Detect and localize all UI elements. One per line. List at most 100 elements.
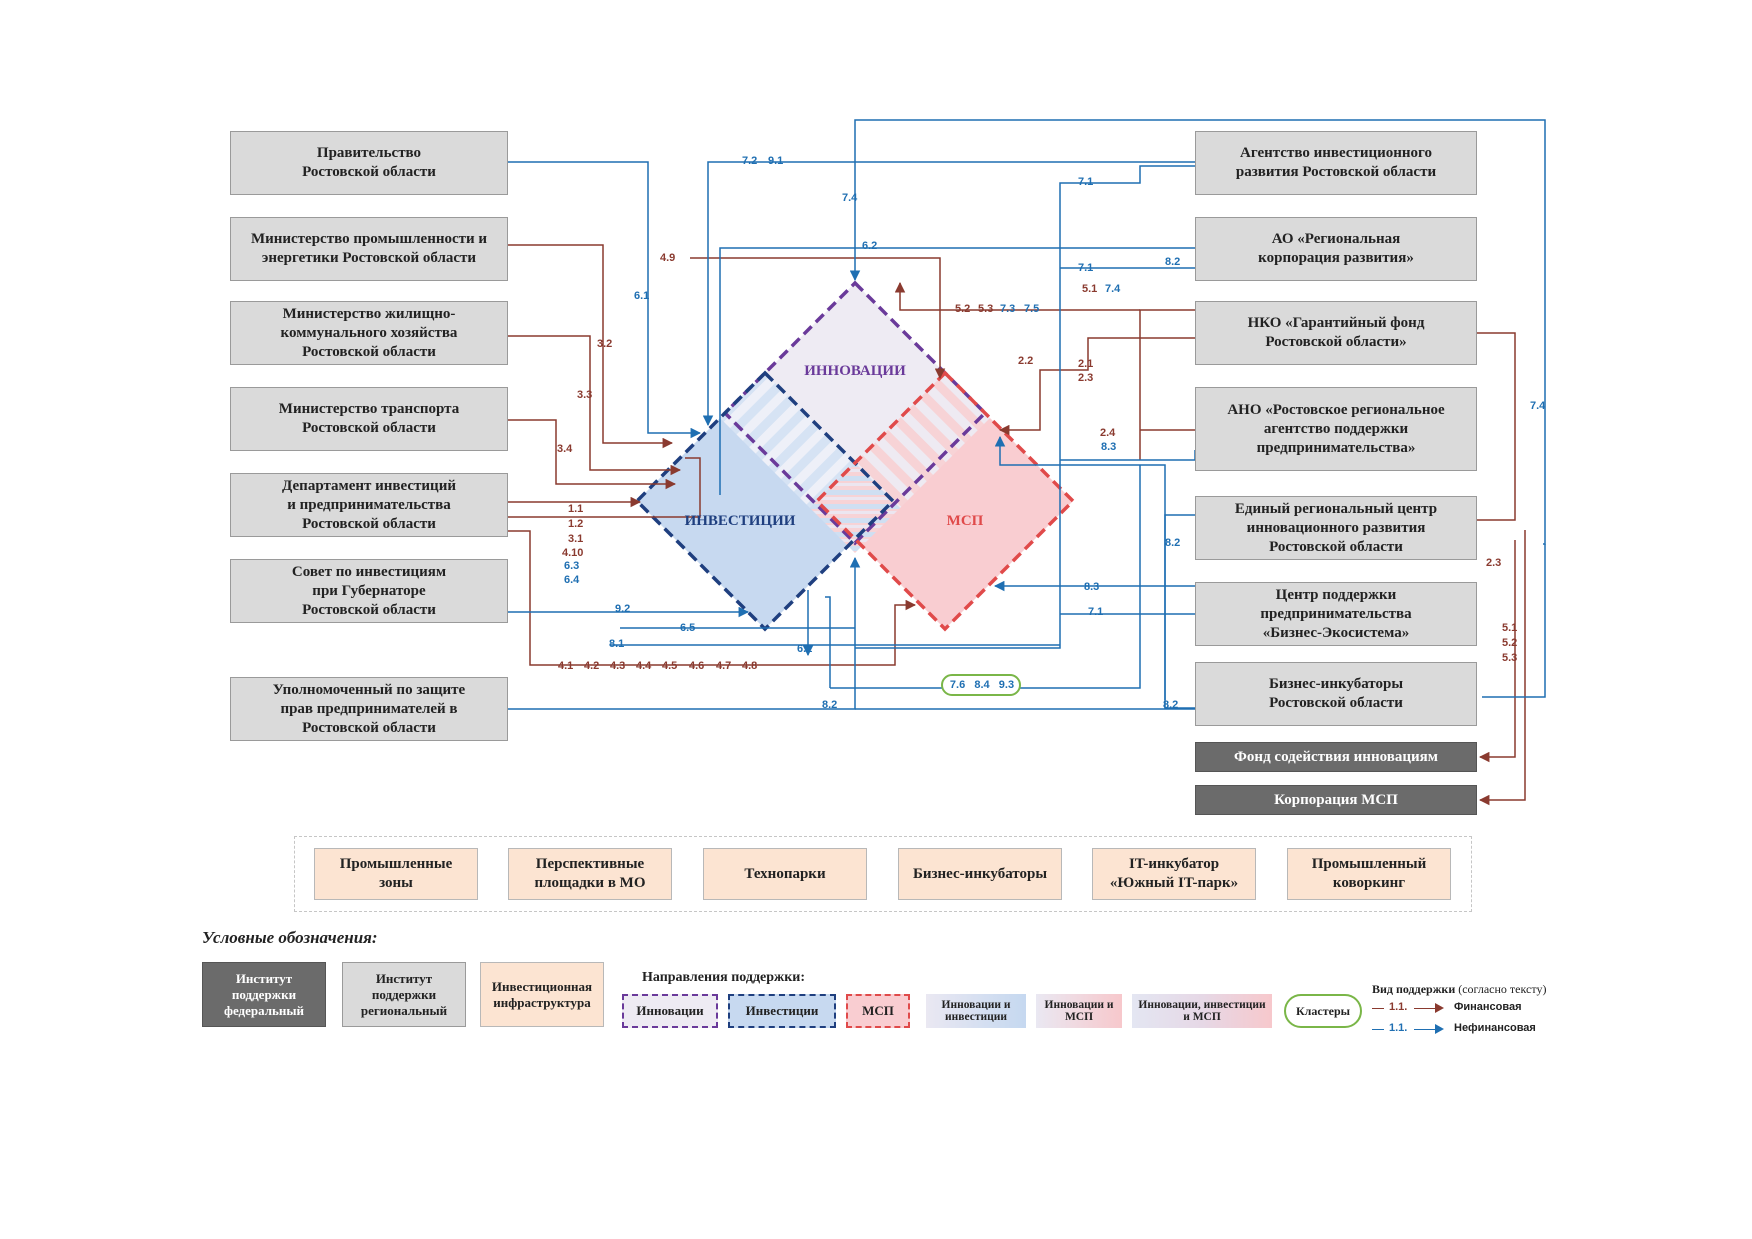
institution-ano-line: АНО «Ростовское региональное: [1227, 401, 1445, 418]
legend-directions-title: Направления поддержки:: [642, 970, 805, 985]
institution-upoln-line: Уполномоченный по защите: [272, 681, 466, 698]
edge-label-financial: 4.9: [660, 252, 676, 264]
edge-label-nonfinancial: 6.4: [564, 574, 580, 586]
edge-label-nonfinancial: 6.1: [797, 643, 813, 655]
institution-depinv-line: Ростовской области: [302, 515, 436, 532]
edge-label-financial: 4.2: [584, 660, 600, 672]
legend-federal: Институт поддержки федеральный: [202, 962, 326, 1027]
institution-sovet-line: Совет по инвестициям: [291, 563, 447, 580]
institution-agency-line: Агентство инвестиционного: [1240, 145, 1432, 161]
infrastructure-item-line: IT-инкубатор: [1128, 856, 1220, 872]
label-msp: МСП: [946, 513, 984, 529]
infrastructure-item: Технопарки: [703, 848, 867, 900]
edge-label-nonfinancial: 6.5: [680, 622, 696, 634]
diamond-investments-border: [634, 370, 896, 632]
edge-label-financial: 5.2: [1502, 637, 1518, 649]
edge-label-financial: 5.3: [978, 303, 994, 315]
legend-innov-msp: Инновации и МСП: [1036, 994, 1122, 1028]
institution-upoln-line: прав предпринимателей в: [280, 700, 458, 717]
legend-federal-text: Институт поддержки федеральный: [223, 970, 305, 1018]
institution-cpp-line: Центр поддержки: [1275, 586, 1397, 603]
legend-clusters: Кластеры: [1284, 994, 1362, 1028]
cluster-pill: [941, 674, 1021, 696]
legend-all-text: Инновации, инвестиции и МСП: [1138, 999, 1266, 1023]
edge-label-nonfinancial: 6.1: [634, 290, 650, 302]
edge-label-nonfinancial: 7.5: [1024, 303, 1040, 315]
infrastructure-item-line: Перспективные: [535, 856, 645, 872]
institution-minprom-line: энергетики Ростовской области: [261, 250, 477, 266]
institution-minzhkh-line: Министерство жилищно-: [282, 305, 456, 322]
edge-label-financial: 2.3: [1486, 557, 1502, 569]
institution-mintrans-line: Министерство транспорта: [278, 401, 460, 417]
legend-invest: Инвестиции: [728, 994, 836, 1028]
legend-invest-text: Инвестиции: [745, 1003, 819, 1018]
edge-label-nonfinancial: 7.1: [1088, 606, 1104, 618]
institution-sovet-line: Ростовской области: [302, 601, 436, 618]
institution-bi-line: Бизнес-инкубаторы: [1268, 676, 1404, 692]
institution-minzhkh-line: Ростовской области: [302, 343, 436, 360]
institution-agency: Агентство инвестиционного развития Ростов…: [1195, 131, 1477, 195]
edge-label-nonfinancial: 8.2: [1165, 537, 1181, 549]
institution-depinv-line: и предпринимательства: [287, 496, 451, 513]
institution-minzhkh: Министерство жилищно-коммунального хозяй…: [230, 301, 508, 365]
infrastructure-item-line: коворкинг: [1332, 875, 1406, 891]
infrastructure-item-line: Технопарки: [744, 865, 826, 882]
legend-infra-text: Инвестиционная инфраструктура: [491, 978, 593, 1010]
edge-label-financial: 1.2: [568, 518, 584, 530]
label-innovations: ИННОВАЦИИ: [804, 363, 906, 379]
institution-bi-line: Ростовской области: [1269, 695, 1403, 711]
edge-label-financial: 5.2: [955, 303, 971, 315]
edge-label-financial: 2.2: [1018, 355, 1034, 367]
edge-label-financial: 4.7: [716, 660, 732, 672]
institution-agency-line: развития Ростовской области: [1235, 164, 1437, 180]
institution-minprom-line: Министерство промышленности и: [250, 231, 488, 247]
legend-support-type-title: Вид поддержки: [1372, 982, 1456, 996]
edge-label-nonfinancial: 7.1: [1078, 176, 1094, 188]
edge-label-nonfinancial: 8.2: [1163, 699, 1179, 711]
edge-label-financial: 3.2: [597, 338, 613, 350]
infrastructure-item: IT-инкубатор«Южный IT-парк»: [1092, 848, 1256, 900]
institution-agency-text: Агентство инвестиционного развития Ростов…: [1236, 144, 1436, 182]
legend-fin-label: Финансовая: [1454, 1001, 1522, 1013]
edge-label-nonfinancial: 8.2: [1165, 256, 1181, 268]
institution-upoln-line: Ростовской области: [302, 719, 436, 736]
institution-minprom: Министерство промышленности и энергетики …: [230, 217, 508, 281]
institution-upoln: Уполномоченный по защите прав предпринима…: [230, 677, 508, 741]
legend-financial: 1.1. Финансовая: [1372, 1001, 1552, 1017]
edge-label-financial: 5.1: [1082, 283, 1098, 295]
edge-label-financial: 2.3: [1078, 372, 1094, 384]
edge-label-nonfinancial: 8.3: [1101, 441, 1117, 453]
institution-nko-line: НКО «Гарантийный фонд: [1247, 315, 1425, 331]
infrastructure-item-line: Бизнес-инкубаторы: [912, 865, 1048, 882]
institution-sovet-line: при Губернаторе: [312, 582, 426, 599]
legend-all: Инновации, инвестиции и МСП: [1132, 994, 1272, 1028]
legend-innov-invest: Инновации и инвестиции: [926, 994, 1026, 1028]
legend-fin-code: 1.1.: [1389, 1001, 1408, 1013]
edge-label-nonfinancial: 6.2: [862, 240, 878, 252]
infrastructure-item-line: Промышленные: [339, 856, 453, 872]
edge-label-financial: 4.8: [742, 660, 758, 672]
edge-label-nonfinancial: 9.2: [615, 603, 631, 615]
institution-cpp-line: «Бизнес-Экосистема»: [1262, 624, 1410, 641]
edge-label-nonfinancial: 7.2: [742, 155, 758, 167]
edge-label-financial: 5.1: [1502, 622, 1518, 634]
label-investments: ИНВЕСТИЦИИ: [684, 513, 796, 529]
infrastructure-item-text: Технопарки: [744, 865, 825, 884]
edge-label-financial: 3.4: [557, 443, 573, 455]
institution-fsi: Фонд содействия инновациям: [1195, 742, 1477, 772]
